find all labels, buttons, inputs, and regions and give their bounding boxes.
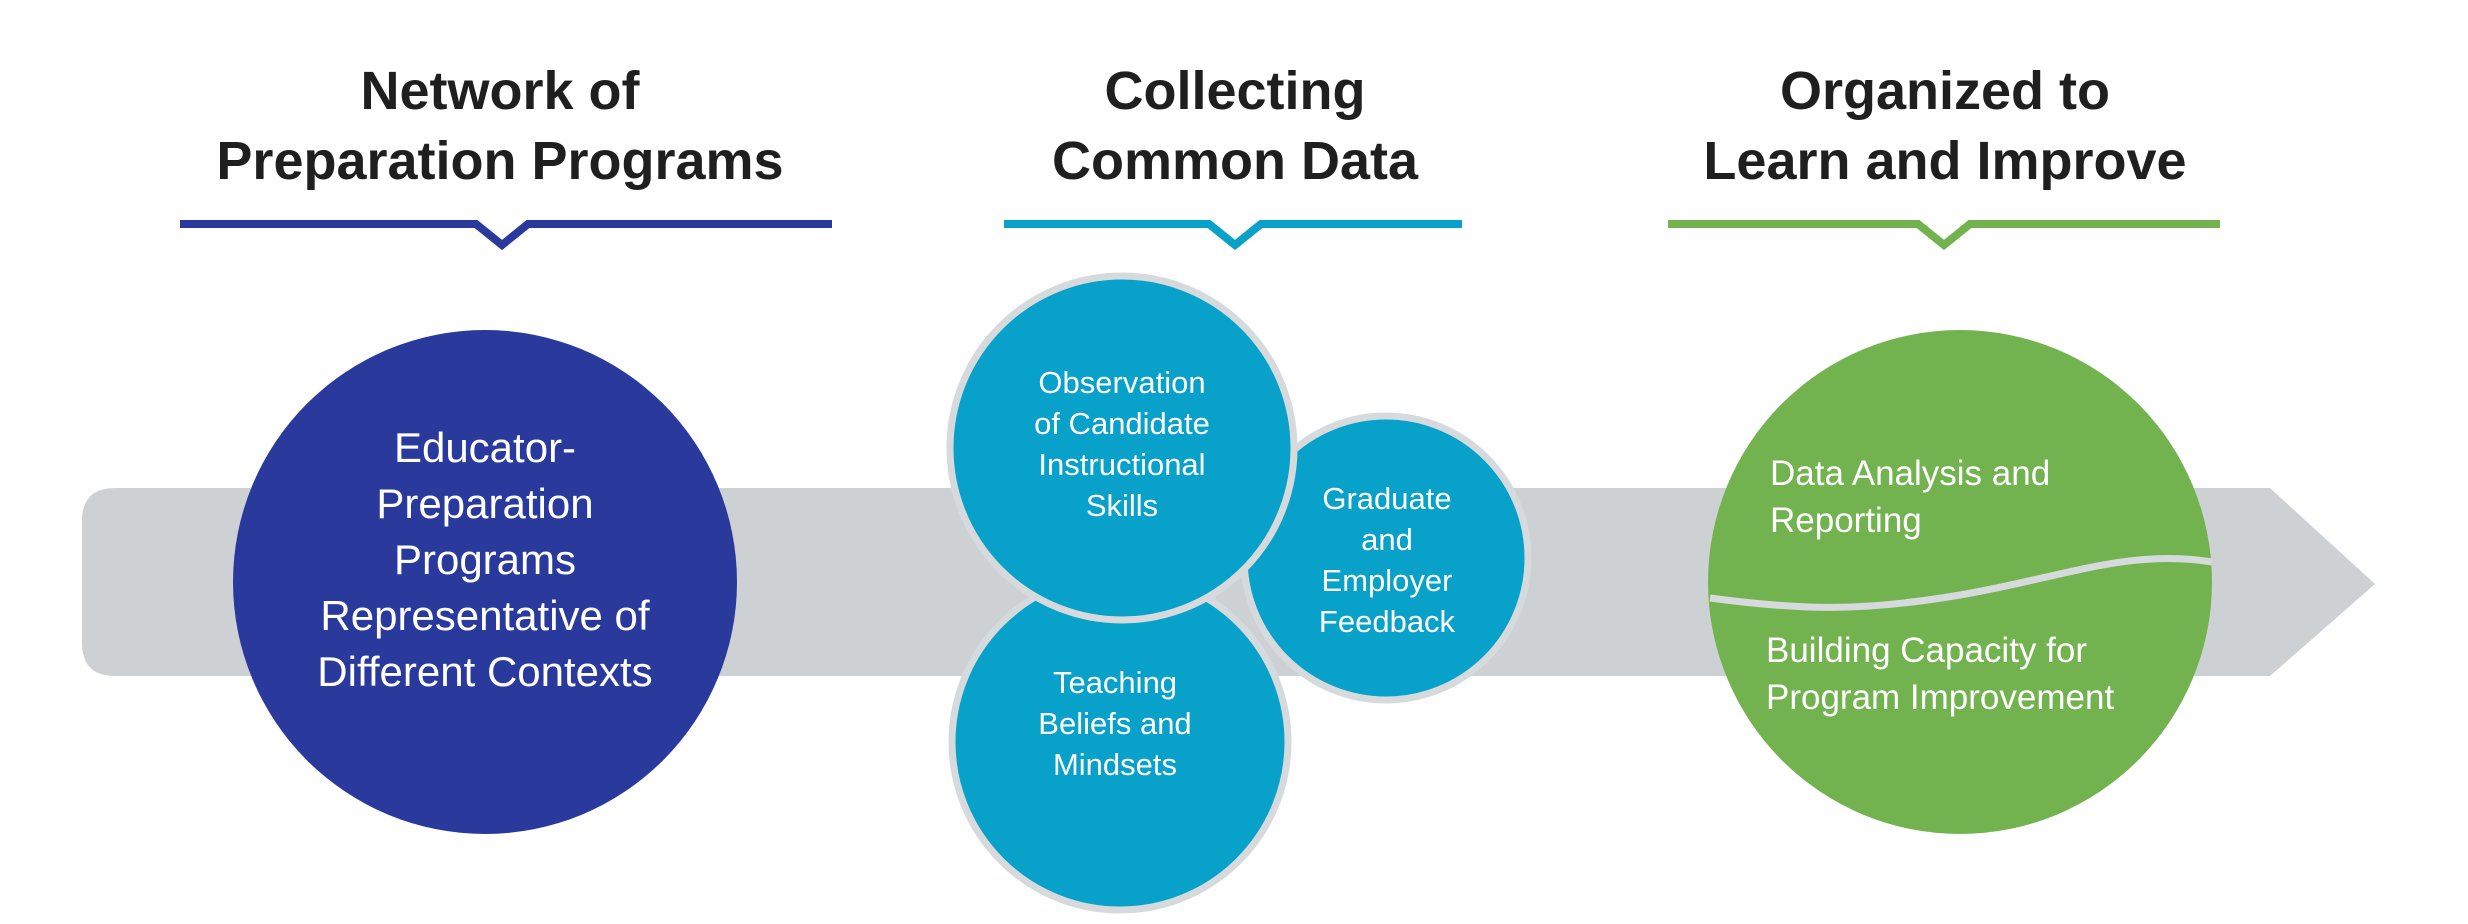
beliefs-circle-text: Teaching Beliefs and Mindsets <box>1000 662 1230 785</box>
network-circle-text: Educator- Preparation Programs Represent… <box>255 420 715 700</box>
network-circle <box>233 330 737 834</box>
heading-underline-navy <box>180 220 832 251</box>
network-line2: Preparation <box>376 480 594 527</box>
observation-line2: of Candidate <box>1034 406 1210 441</box>
heading-network: Network of Preparation Programs <box>150 56 850 196</box>
improve-top-line1: Data Analysis and <box>1770 454 2051 493</box>
improve-circle-divider <box>1709 554 2213 611</box>
heading-underline-teal <box>1004 220 1462 251</box>
observation-line3: Instructional <box>1038 447 1206 482</box>
network-line1: Educator- <box>393 424 577 471</box>
improve-bottom-line1: Building Capacity for <box>1766 631 2087 670</box>
improve-top-text: Data Analysis and Reporting <box>1770 450 2170 544</box>
heading-common-data-line1: Collecting <box>1104 61 1366 121</box>
heading-common-data: Collecting Common Data <box>985 56 1485 196</box>
feedback-line1: Graduate <box>1322 481 1452 516</box>
observation-line1: Observation <box>1038 365 1206 400</box>
observation-circle <box>946 272 1298 624</box>
heading-improve: Organized to Learn and Improve <box>1640 56 2250 196</box>
observation-circle-text: Observation of Candidate Instructional S… <box>982 362 1262 526</box>
beliefs-line2: Beliefs and <box>1038 706 1192 741</box>
heading-common-data-line2: Common Data <box>1051 131 1419 191</box>
feedback-line2: and <box>1361 522 1413 557</box>
heading-network-line1: Network of <box>360 61 640 121</box>
improve-circle <box>1708 330 2212 834</box>
improve-bottom-text: Building Capacity for Program Improvemen… <box>1766 627 2196 721</box>
network-line4: Representative of <box>320 592 650 639</box>
improve-bottom-line2: Program Improvement <box>1766 678 2115 717</box>
beliefs-line3: Mindsets <box>1052 747 1178 782</box>
network-line5: Different Contexts <box>317 648 653 695</box>
heading-network-line2: Preparation Programs <box>216 131 784 191</box>
beliefs-line1: Teaching <box>1052 665 1178 700</box>
heading-improve-line2: Learn and Improve <box>1703 131 2187 191</box>
heading-improve-line1: Organized to <box>1779 61 2110 121</box>
heading-underline-green <box>1668 220 2220 251</box>
feedback-line3: Employer <box>1321 563 1453 598</box>
feedback-circle-text: Graduate and Employer Feedback <box>1287 478 1487 642</box>
network-line3: Programs <box>393 536 577 583</box>
observation-line4: Skills <box>1085 488 1159 523</box>
feedback-line4: Feedback <box>1318 604 1456 639</box>
improve-top-line2: Reporting <box>1770 501 1922 540</box>
